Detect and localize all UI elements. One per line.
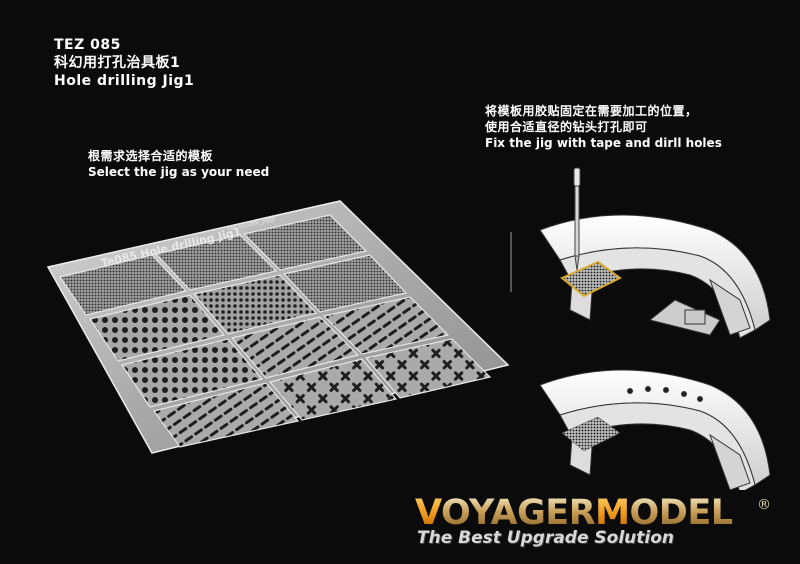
product-title-en: Hole drilling Jig1 bbox=[54, 73, 195, 89]
part-after-drilling bbox=[539, 369, 771, 490]
jig-sheet-image: Te085 Hole drilling Jig1 FH_01/2BV_Jiggr bbox=[46, 200, 510, 454]
select-caption-en: Select the jig as your need bbox=[88, 165, 270, 179]
product-code: TEZ 085 bbox=[54, 37, 121, 53]
registered-mark: ® bbox=[757, 497, 771, 513]
drill-bit-icon bbox=[573, 167, 581, 271]
fix-caption-cn-2: 使用合适直径的钻头打孔即可 bbox=[485, 120, 648, 134]
fix-caption-cn-1: 将模板用胶贴固定在需要加工的位置， bbox=[485, 104, 698, 118]
brand-logo: VOYAGERMODEL ® The Best Upgrade Solution bbox=[415, 493, 771, 548]
select-caption-cn: 根需求选择合适的模板 bbox=[88, 149, 214, 163]
drilling-diagram-image bbox=[539, 167, 771, 490]
select-caption: 根需求选择合适的模板 Select the jig as your need bbox=[88, 148, 269, 180]
section-divider bbox=[510, 232, 512, 292]
title-block: TEZ 085 科幻用打孔治具板1 Hole drilling Jig1 bbox=[54, 36, 194, 90]
product-title-cn: 科幻用打孔治具板1 bbox=[54, 55, 181, 71]
brand-name: VOYAGERMODEL bbox=[415, 493, 733, 533]
brand-slogan: The Best Upgrade Solution bbox=[417, 528, 675, 548]
fix-caption: 将模板用胶贴固定在需要加工的位置， 使用合适直径的钻头打孔即可 Fix the … bbox=[485, 103, 722, 151]
fix-caption-en: Fix the jig with tape and dirll holes bbox=[485, 136, 722, 150]
